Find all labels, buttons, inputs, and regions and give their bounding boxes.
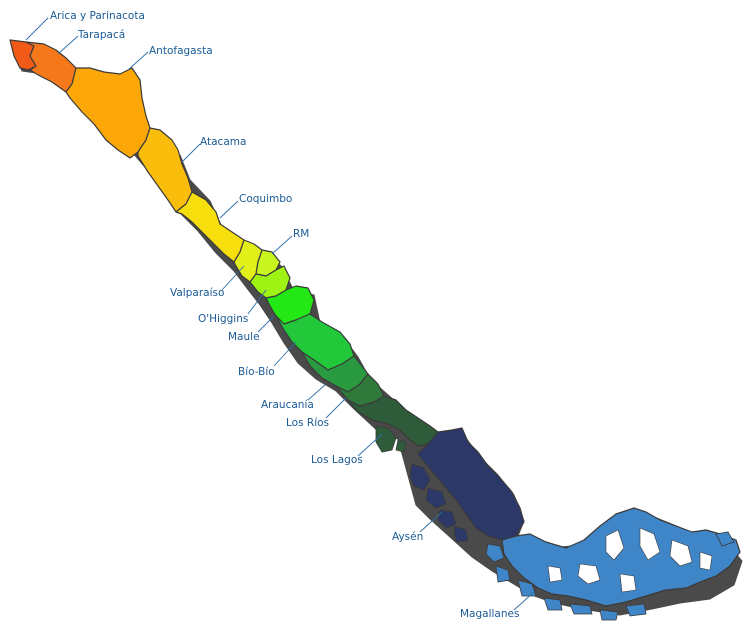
island-los-lagos-small[interactable] [395,439,407,453]
island-magallanes-5[interactable] [569,603,593,615]
region-labels: Arica y Parinacota Tarapacá Antofagasta … [50,10,519,620]
region-tarapaca[interactable] [25,41,77,93]
label-valparaiso: Valparaíso [170,287,224,299]
label-loslagos: Los Lagos [311,454,363,466]
region-coquimbo[interactable] [175,191,245,263]
label-magallanes: Magallanes [460,608,519,620]
island-magallanes-3[interactable] [517,579,537,597]
label-antofagasta: Antofagasta [149,45,213,57]
label-ohiggins: O'Higgins [198,313,248,325]
label-arica: Arica y Parinacota [50,10,145,22]
label-aysen: Aysén [392,531,423,543]
region-ohiggins[interactable] [249,265,291,299]
label-tarapaca: Tarapacá [77,29,125,41]
region-antofagasta[interactable] [65,67,151,159]
island-aysen-4[interactable] [453,525,469,543]
island-magallanes-4[interactable] [543,597,563,611]
island-magallanes-7[interactable] [625,603,647,617]
region-aysen[interactable] [417,427,525,541]
island-magallanes-1[interactable] [485,543,505,563]
island-aysen-3[interactable] [437,509,457,529]
island-chiloe[interactable] [375,425,397,453]
island-aysen-2[interactable] [425,487,447,509]
island-magallanes-6[interactable] [599,609,619,621]
island-magallanes-8[interactable] [715,531,735,547]
label-biobio: Bío-Bío [238,366,275,378]
magallanes-channels [547,527,713,593]
region-maule[interactable] [265,285,315,325]
island-magallanes-2[interactable] [495,565,511,583]
label-coquimbo: Coquimbo [239,193,292,205]
label-atacama: Atacama [200,136,246,148]
region-magallanes[interactable] [501,507,741,607]
label-losrios: Los Ríos [286,417,329,429]
label-rm: RM [293,228,309,240]
label-araucania: Araucanía [261,399,314,411]
region-atacama[interactable] [137,127,193,213]
label-maule: Maule [228,331,260,343]
leader-lines [25,17,535,611]
island-aysen-1[interactable] [409,463,431,491]
